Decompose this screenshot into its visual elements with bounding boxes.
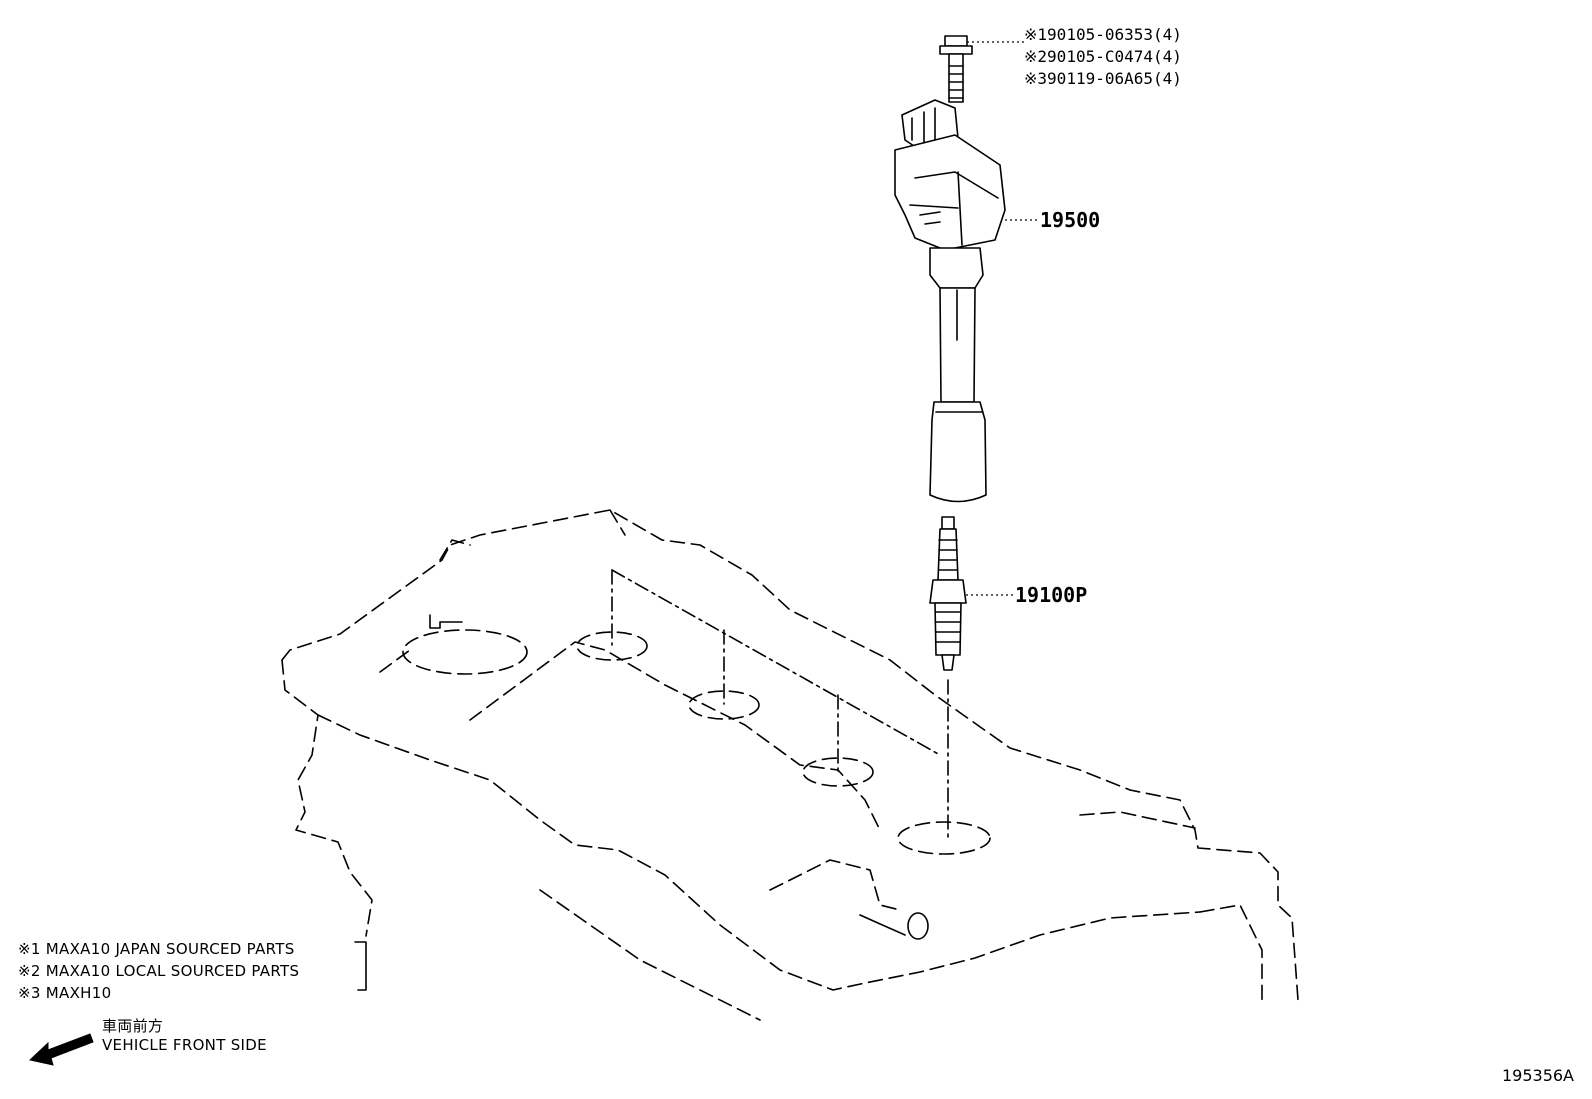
bolt [939,35,973,103]
bolt-part-number-2: ※290105-C0474(4) [1024,47,1182,66]
direction-label-jp: 車両前方 [102,1017,164,1035]
spark-plug [929,516,967,671]
cylinder-head-outline [281,509,1299,1021]
ignition-coil [894,99,1006,503]
front-direction-arrow-icon [28,1033,94,1066]
figure-number: 195356A [1501,1066,1574,1085]
front-spout [769,859,929,940]
spark-plug-wells [402,614,991,855]
leaders [966,41,1040,596]
notes-bracket [354,941,367,991]
bolt-part-number-3: ※390119-06A65(4) [1024,69,1182,88]
note-2: ※2 MAXA10 LOCAL SOURCED PARTS [18,962,300,980]
note-3: ※3 MAXH10 [18,984,112,1002]
callout-ignition-coil[interactable]: 19500 [1040,208,1100,232]
note-1: ※1 MAXA10 JAPAN SOURCED PARTS [18,940,295,958]
bolt-part-number-1: ※190105-06353(4) [1024,25,1182,44]
callout-spark-plug[interactable]: 19100P [1015,583,1087,607]
direction-label-en: VEHICLE FRONT SIDE [102,1036,267,1054]
installation-guides [611,109,949,839]
